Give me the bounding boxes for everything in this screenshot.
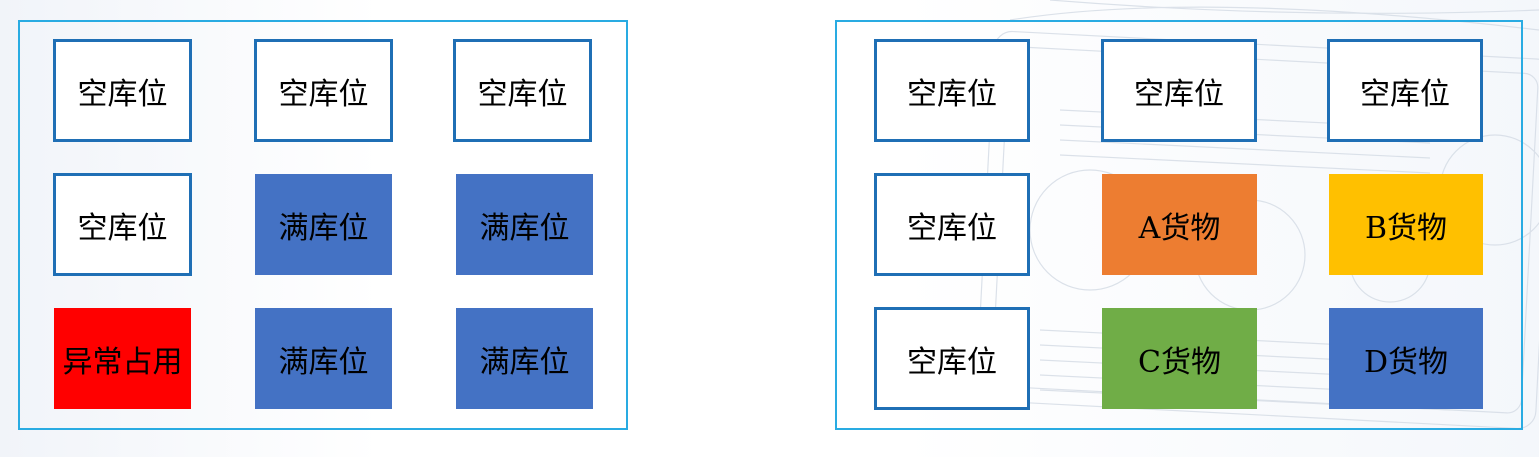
slot-label: 满库位	[278, 344, 369, 380]
slot-label: 满库位	[278, 210, 369, 246]
slot-label: 空库位	[278, 76, 369, 112]
left-slot-9: 满库位	[456, 308, 593, 409]
right-storage-panel	[835, 20, 1523, 430]
slot-label: B货物	[1364, 210, 1448, 246]
right-slot-5: A货物	[1102, 174, 1257, 275]
slot-label: D货物	[1363, 344, 1449, 380]
right-slot-1: 空库位	[874, 39, 1030, 142]
slot-label: 空库位	[1134, 76, 1224, 112]
right-slot-4: 空库位	[874, 173, 1030, 276]
left-slot-8: 满库位	[255, 308, 392, 409]
right-slot-3: 空库位	[1327, 39, 1483, 142]
left-slot-7: 异常占用	[54, 308, 191, 409]
slot-label: 空库位	[907, 76, 997, 112]
left-storage-panel	[18, 20, 628, 430]
right-slot-2: 空库位	[1101, 39, 1257, 142]
slot-label: 满库位	[479, 210, 570, 246]
left-slot-6: 满库位	[456, 174, 593, 275]
slot-label: 空库位	[477, 76, 568, 112]
slot-label: 空库位	[907, 210, 997, 246]
slot-label: C货物	[1138, 344, 1221, 380]
right-slot-6: B货物	[1329, 174, 1483, 275]
slot-label: 空库位	[77, 76, 168, 112]
right-slot-8: C货物	[1102, 308, 1257, 409]
slot-label: 满库位	[479, 344, 570, 380]
left-slot-3: 空库位	[453, 39, 592, 142]
left-slot-2: 空库位	[254, 39, 393, 142]
slot-label: 异常占用	[62, 344, 183, 380]
right-slot-7: 空库位	[874, 307, 1030, 410]
slot-label: 空库位	[907, 344, 997, 380]
slot-label: A货物	[1138, 210, 1221, 246]
right-slot-9: D货物	[1329, 308, 1483, 409]
slot-label: 空库位	[1360, 76, 1450, 112]
slot-label: 空库位	[77, 210, 168, 246]
left-slot-5: 满库位	[255, 174, 392, 275]
left-slot-1: 空库位	[53, 39, 192, 142]
left-slot-4: 空库位	[53, 173, 192, 276]
